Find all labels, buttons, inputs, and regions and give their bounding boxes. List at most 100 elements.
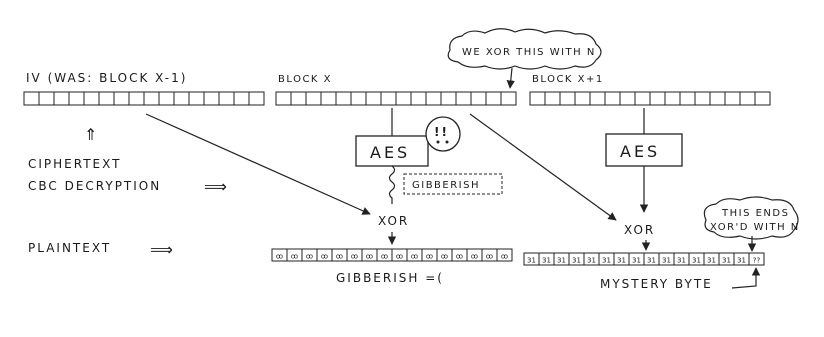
mystery-byte-label: MYSTERY BYTE xyxy=(600,277,713,291)
bx1-row-cell xyxy=(575,92,590,105)
bx1-row-cell xyxy=(650,92,665,105)
bx-row-cell xyxy=(426,92,441,105)
bx-row-cell xyxy=(381,92,396,105)
bx1-row-cell xyxy=(755,92,770,105)
callout-right-line2: XOR'D WITH N xyxy=(710,222,800,233)
plain-right-row-cell-value: 31 xyxy=(737,257,746,265)
iv-row-cell xyxy=(54,92,69,105)
iv-row-cell xyxy=(39,92,54,105)
iv-row-cell xyxy=(24,92,39,105)
plaintext-label: PLAINTEXT xyxy=(28,241,111,255)
ciphertext-label: CIPHERTEXT xyxy=(28,157,121,171)
plain-left-row-cell-value: ꝏ xyxy=(456,253,463,261)
plain-right-row-cell-value: 31 xyxy=(722,257,731,265)
bx1-row-cell xyxy=(545,92,560,105)
face-eye-right xyxy=(446,141,449,144)
block-x1-row xyxy=(530,92,770,105)
iv-row-cell xyxy=(114,92,129,105)
bx-row-cell xyxy=(321,92,336,105)
mystery-byte-arrow xyxy=(732,268,756,288)
callout-ends-xor-with-n: THIS ENDS XOR'D WITH N xyxy=(704,197,799,251)
right-arrow-icon-2: ⟹ xyxy=(150,240,176,259)
plain-right-row-cell-value: 31 xyxy=(647,257,656,265)
block-x-to-xor-arrow xyxy=(470,114,616,220)
callout-right-line1: THIS ENDS xyxy=(721,208,789,219)
bx1-row-cell xyxy=(710,92,725,105)
bx1-row-cell xyxy=(695,92,710,105)
iv-label: IV (WAS: BLOCK X-1) xyxy=(26,71,187,85)
callout-top-text: WE XOR THIS WITH N xyxy=(462,47,596,58)
bx1-row-cell xyxy=(590,92,605,105)
bx1-row-cell xyxy=(620,92,635,105)
plain-right-row-cell-value: 31 xyxy=(662,257,671,265)
plain-left-row-cell-value: ꝏ xyxy=(381,253,388,261)
bx-row-cell xyxy=(351,92,366,105)
up-arrow-icon: ⇑ xyxy=(84,125,100,144)
iv-row-cell xyxy=(99,92,114,105)
plain-left-row-cell-value: ꝏ xyxy=(336,253,343,261)
right-arrow-icon: ⟹ xyxy=(204,177,230,196)
iv-row-cell xyxy=(219,92,234,105)
plain-left-row-cell-value: ꝏ xyxy=(321,253,328,261)
block-x1-label: BLOCK X+1 xyxy=(532,74,604,85)
plain-right-row-cell-value: 31 xyxy=(602,257,611,265)
plain-right-row-cell-value: 31 xyxy=(707,257,716,265)
bx-row-cell xyxy=(486,92,501,105)
plain-left-row-cell-value: ꝏ xyxy=(501,253,508,261)
aes-left-label: AES xyxy=(370,143,410,162)
plain-right-row-cell-value: 31 xyxy=(692,257,701,265)
bx-row-cell xyxy=(396,92,411,105)
plain-right-row-cell-value: 31 xyxy=(542,257,551,265)
block-x-row xyxy=(276,92,516,105)
iv-row-cell xyxy=(204,92,219,105)
plain-right-row-cell-value: 31 xyxy=(632,257,641,265)
bx1-row-cell xyxy=(605,92,620,105)
bx-row-cell xyxy=(276,92,291,105)
gibberish-caption: GIBBERISH =( xyxy=(336,271,444,285)
plain-left-row-cell-value: ꝏ xyxy=(306,253,313,261)
bx-row-cell xyxy=(441,92,456,105)
block-x-label: BLOCK X xyxy=(278,74,332,85)
plain-right-row-cell-value: 31 xyxy=(677,257,686,265)
iv-block-row xyxy=(24,92,264,105)
bx-row-cell xyxy=(456,92,471,105)
iv-row-cell xyxy=(159,92,174,105)
iv-row-cell xyxy=(174,92,189,105)
iv-row-cell xyxy=(84,92,99,105)
plain-right-row-cell-value: 31 xyxy=(527,257,536,265)
iv-row-cell xyxy=(69,92,84,105)
bx-row-cell xyxy=(366,92,381,105)
plain-right-row-cell-value: 31 xyxy=(557,257,566,265)
iv-row-cell xyxy=(249,92,264,105)
gibberish-box-label: GIBBERISH xyxy=(412,180,480,191)
plain-left-row-cell-value: ꝏ xyxy=(291,253,298,261)
plain-left-row-cell-value: ꝏ xyxy=(396,253,403,261)
bx1-row-cell xyxy=(665,92,680,105)
face-eye-left xyxy=(437,141,440,144)
plain-left-row-cell-value: ꝏ xyxy=(411,253,418,261)
iv-row-cell xyxy=(234,92,249,105)
bx1-row-cell xyxy=(680,92,695,105)
xor-left-label: XOR xyxy=(378,214,409,228)
cbc-decryption-label: CBC DECRYPTION xyxy=(28,179,161,193)
xor-right-label: XOR xyxy=(624,223,655,237)
plain-left-row-cell-value: ꝏ xyxy=(276,253,283,261)
bx1-row-cell xyxy=(740,92,755,105)
bx-row-cell xyxy=(411,92,426,105)
bx1-row-cell xyxy=(725,92,740,105)
bx-row-cell xyxy=(291,92,306,105)
plain-right-row-cell-value: 31 xyxy=(617,257,626,265)
plain-right-row-cell-value: ?? xyxy=(753,257,761,265)
iv-row-cell xyxy=(129,92,144,105)
bx-row-cell xyxy=(471,92,486,105)
bx-row-cell xyxy=(336,92,351,105)
plain-left-row-cell-value: ꝏ xyxy=(441,253,448,261)
iv-to-xor-arrow xyxy=(146,114,370,214)
plain-left-row-cell-value: ꝏ xyxy=(426,253,433,261)
iv-row-cell xyxy=(144,92,159,105)
plain-left-row-cell-value: ꝏ xyxy=(486,253,493,261)
plain-left-row-cell-value: ꝏ xyxy=(351,253,358,261)
